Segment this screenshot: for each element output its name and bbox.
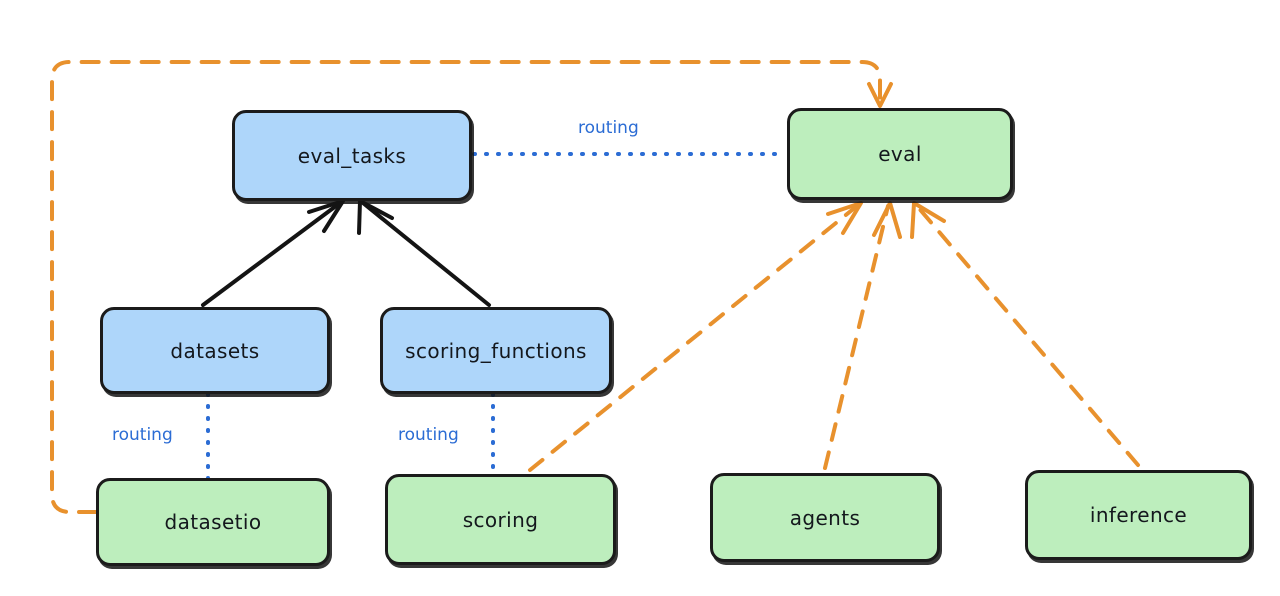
- node-label-eval: eval: [878, 142, 922, 166]
- edge-datasets-to-eval_tasks: [201, 199, 345, 307]
- node-scoring[interactable]: scoring: [385, 474, 616, 565]
- node-label-agents: agents: [789, 505, 861, 530]
- node-label-scoring: scoring: [462, 507, 539, 532]
- node-label-scoring-functions: scoring_functions: [405, 338, 587, 363]
- node-eval[interactable]: eval: [787, 108, 1013, 200]
- edge-label-routing-eval: routing: [578, 118, 639, 138]
- node-eval-tasks[interactable]: eval_tasks: [232, 110, 472, 201]
- edge-label-routing-scoring: routing: [398, 425, 459, 445]
- node-label-datasetio: datasetio: [164, 510, 262, 534]
- node-inference[interactable]: inference: [1025, 470, 1252, 560]
- edge-agents-to-eval: [823, 201, 902, 470]
- node-agents[interactable]: agents: [710, 473, 940, 562]
- edge-scoring_functions-to-eval_tasks: [357, 199, 491, 307]
- edge-label-routing-datasetio: routing: [112, 425, 173, 445]
- node-label-inference: inference: [1089, 503, 1188, 527]
- node-label-datasets: datasets: [170, 338, 260, 363]
- edge-datasetio-to-eval: [50, 60, 893, 514]
- node-label-eval-tasks: eval_tasks: [297, 143, 407, 168]
- edge-inference-to-eval: [910, 201, 1140, 467]
- node-scoring-functions[interactable]: scoring_functions: [380, 307, 612, 394]
- edge-scoring-to-eval: [528, 201, 863, 472]
- node-datasetio[interactable]: datasetio: [96, 478, 330, 566]
- node-datasets[interactable]: datasets: [100, 307, 330, 394]
